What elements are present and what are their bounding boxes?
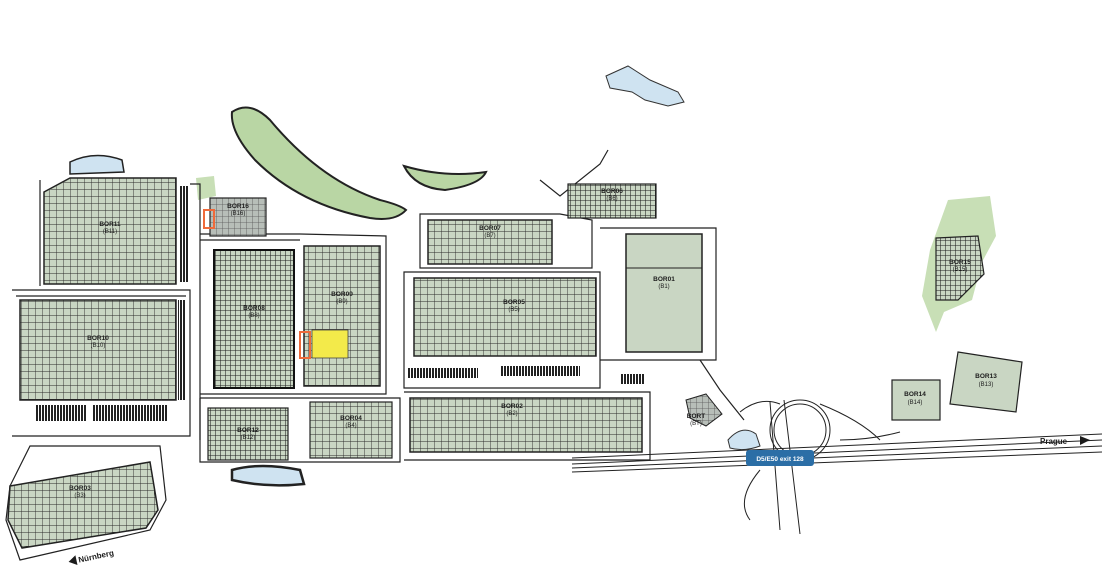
label-b15: BOR15 <box>949 259 971 266</box>
building-b1[interactable] <box>625 233 703 353</box>
highlight-orange-b16[interactable] <box>203 209 215 229</box>
building-b12[interactable] <box>207 407 289 461</box>
sublabel-b14: (B14) <box>908 400 923 406</box>
label-b11: BOR11 <box>99 221 121 228</box>
sublabel-b2: (B2) <box>506 411 517 417</box>
building-bt[interactable] <box>685 393 723 427</box>
sublabel-b15: (B15) <box>953 267 968 273</box>
sublabel-b7: (B7) <box>484 233 495 239</box>
sublabel-b9: (B9) <box>336 299 347 305</box>
label-prague: Prague <box>1040 437 1068 446</box>
label-b14: BOR14 <box>904 391 926 398</box>
building-b13[interactable] <box>949 351 1023 413</box>
parking-strip-7 <box>620 374 644 384</box>
building-b4[interactable] <box>309 401 393 459</box>
building-b5[interactable] <box>413 277 597 357</box>
label-nurnberg: Nürnberg <box>78 548 115 564</box>
sublabel-b11: (B11) <box>103 229 117 235</box>
label-b4: BOR04 <box>340 415 362 422</box>
direction-prague: Prague <box>1040 436 1090 446</box>
label-b2: BOR02 <box>501 403 523 410</box>
building-b6[interactable] <box>567 183 657 219</box>
label-b8: BOR08 <box>243 305 265 312</box>
label-b9: BOR09 <box>331 291 353 298</box>
building-b9[interactable] <box>299 245 381 387</box>
parking-strip-6 <box>178 300 186 400</box>
exit-badge-label: D5/E50 exit 128 <box>756 456 804 463</box>
internal-roads <box>5 149 745 561</box>
sublabel-b5: (B5) <box>508 307 519 313</box>
green-area-west <box>196 176 216 200</box>
label-b1: BOR01 <box>653 276 675 283</box>
building-b2[interactable] <box>409 397 643 453</box>
label-b3: BOR03 <box>69 485 91 492</box>
building-b15[interactable] <box>935 235 985 301</box>
building-labels: BOR11 (B11) BOR16 (B16) BOR10 (B10) BOR0… <box>69 188 997 499</box>
building-b14[interactable] <box>891 379 941 421</box>
parking-strip-2 <box>92 405 168 421</box>
label-b12: BOR12 <box>237 427 259 434</box>
pond-west <box>69 154 125 175</box>
sublabel-b4: (B4) <box>345 423 356 429</box>
arrow-icon <box>68 555 78 566</box>
label-b10: BOR10 <box>87 335 109 342</box>
parking-strip-1 <box>36 405 86 421</box>
building-b10[interactable] <box>19 299 177 401</box>
sublabel-b1: (B1) <box>658 284 669 290</box>
sublabel-b13: (B13) <box>979 382 994 388</box>
label-b16: BOR16 <box>227 203 249 210</box>
parking-strip-3 <box>408 368 478 378</box>
label-b6: BOR06 <box>601 188 623 195</box>
parking-strip-5 <box>180 186 188 282</box>
building-b11[interactable] <box>43 177 177 285</box>
sublabel-b16: (B16) <box>231 211 246 217</box>
direction-nurnberg: Nürnberg <box>68 548 115 566</box>
pond-exit <box>727 429 761 451</box>
green-crescent-large <box>230 106 408 220</box>
highway-d5 <box>571 399 1102 535</box>
label-b7: BOR07 <box>479 225 501 232</box>
parking-strip-4 <box>500 366 580 376</box>
pond-south <box>230 464 306 487</box>
sublabel-b8: (B8) <box>248 313 259 319</box>
sublabel-b10: (B10) <box>91 343 106 349</box>
building-b8[interactable] <box>213 249 295 389</box>
building-b7[interactable] <box>427 219 553 265</box>
sublabel-b12: (B12) <box>241 435 256 441</box>
building-b16[interactable] <box>203 197 267 237</box>
highlight-yellow[interactable] <box>311 329 349 359</box>
building-b3[interactable] <box>7 461 159 549</box>
sublabel-b3: (B3) <box>74 493 85 499</box>
green-crescent-small <box>402 164 488 192</box>
exit-badge[interactable]: D5/E50 exit 128 <box>746 450 814 466</box>
lake-north <box>605 65 685 107</box>
sublabel-bt: (BT) <box>690 421 702 427</box>
sublabel-b6: (B6) <box>606 196 617 202</box>
label-bt: BORT <box>687 413 705 420</box>
label-b13: BOR13 <box>975 373 997 380</box>
arrow-icon <box>1080 436 1090 445</box>
label-b5: BOR05 <box>503 299 525 306</box>
highlight-orange-b9[interactable] <box>299 331 311 359</box>
